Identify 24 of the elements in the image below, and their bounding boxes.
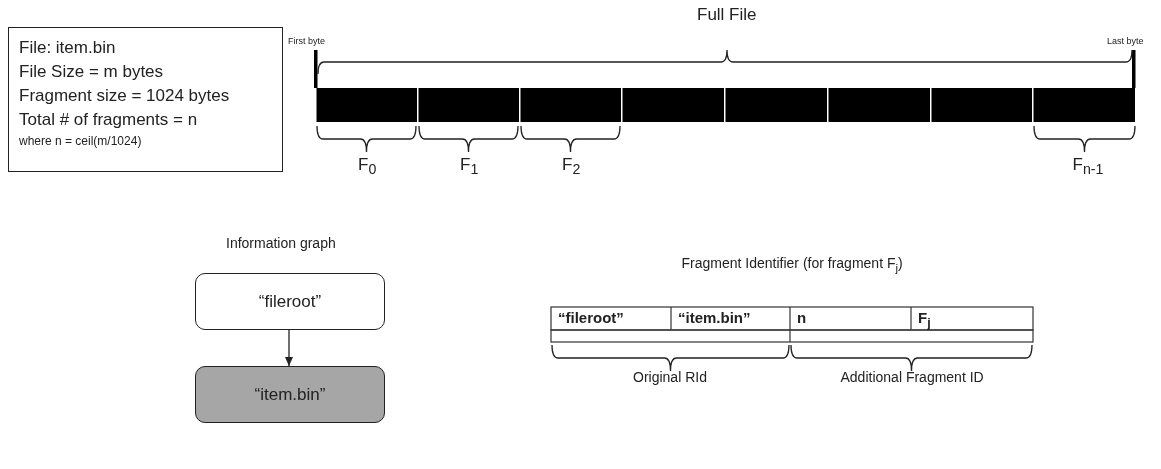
table-cell: n	[797, 310, 807, 327]
table-cell: F$_{j}$	[918, 310, 931, 331]
file-property: Fragment size = 1024 bytes	[19, 85, 231, 107]
formula-note: where n = ceil(m/1024)	[19, 133, 143, 150]
section-heading: Information graph	[226, 236, 336, 252]
fragment-label: F$_{n-1}$	[1072, 156, 1104, 178]
fragment-label: F$_{2}$	[562, 156, 581, 178]
table-cell: “item.bin”	[678, 310, 751, 327]
bracket-label: Original RId	[633, 370, 707, 386]
section-heading: Fragment Identifier (for fragment F$_{j}$)	[681, 256, 903, 275]
file-property: File Size = m bytes	[19, 61, 165, 83]
info-box	[8, 27, 283, 172]
fragment-label: F$_{0}$	[358, 156, 377, 178]
table-cell: “fileroot”	[558, 310, 624, 327]
node-label: “item.bin”	[254, 384, 326, 405]
file-property: Total # of fragments = n	[19, 109, 199, 131]
bracket-label: Additional Fragment ID	[840, 370, 984, 386]
byte-label: Last byte	[1107, 37, 1144, 47]
graph-node	[195, 273, 385, 330]
file-property: File: item.bin	[19, 37, 117, 59]
span-label: Full File	[697, 6, 757, 25]
fragment-label: F$_{1}$	[460, 156, 479, 178]
graph-node	[195, 366, 385, 423]
node-label: “fileroot”	[258, 291, 322, 312]
